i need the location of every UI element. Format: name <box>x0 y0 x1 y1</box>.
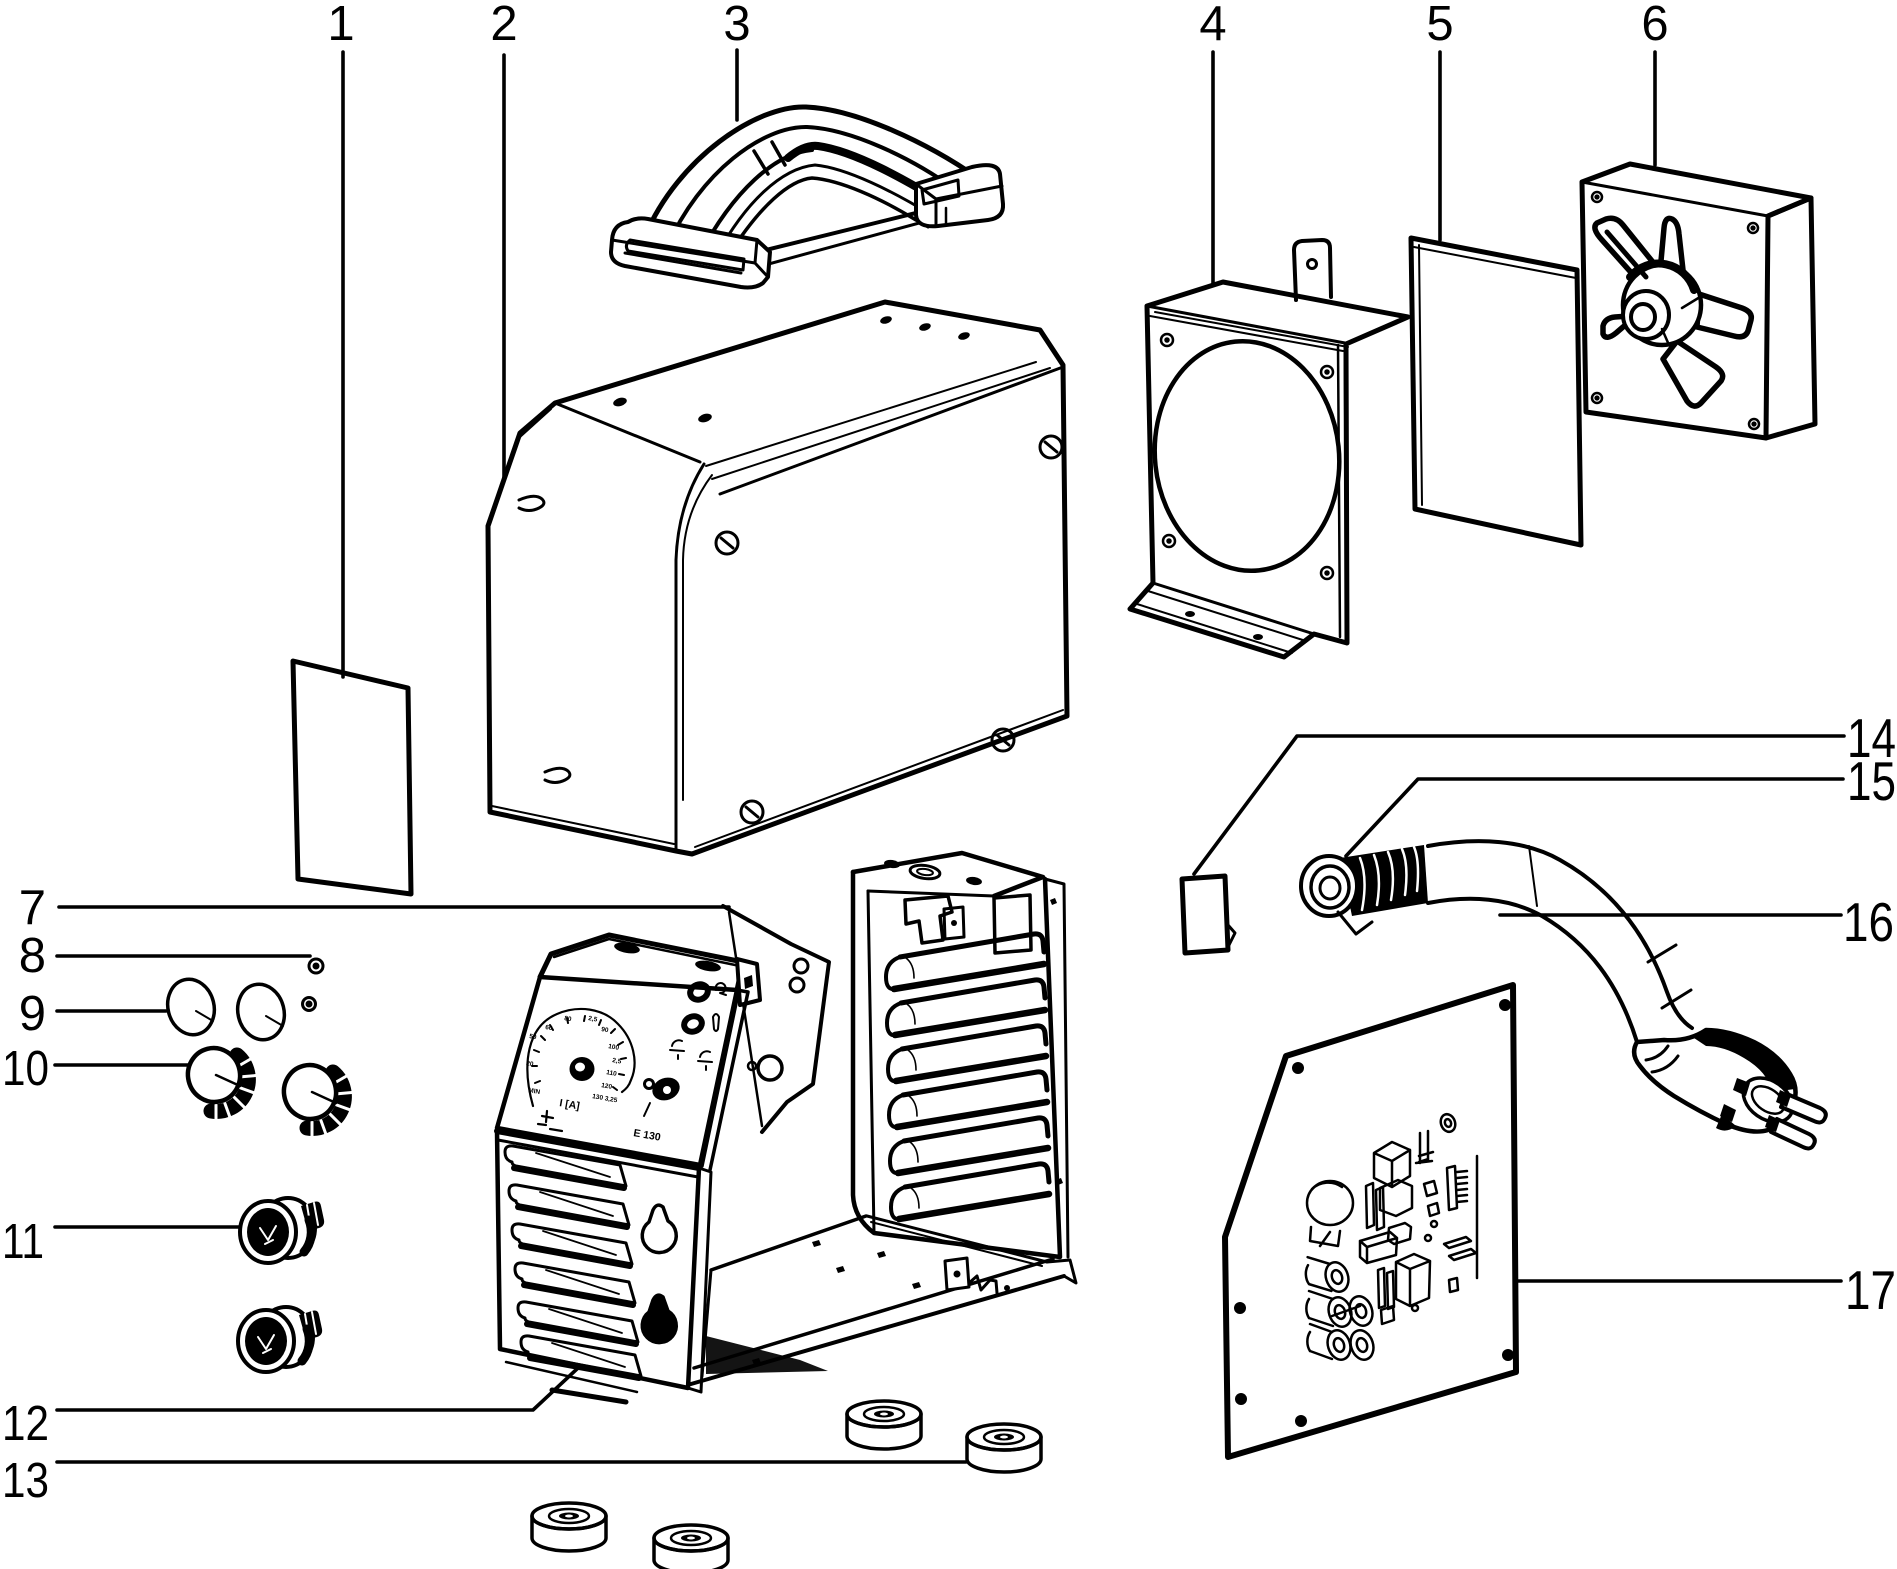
svg-text:110: 110 <box>606 1069 618 1078</box>
svg-text:12: 12 <box>2 1397 49 1451</box>
svg-text:11: 11 <box>2 1215 44 1269</box>
svg-text:14: 14 <box>1847 707 1896 769</box>
svg-text:17: 17 <box>1845 1259 1896 1321</box>
svg-text:7: 7 <box>19 881 46 935</box>
svg-text:50: 50 <box>529 1033 538 1041</box>
svg-text:10: 10 <box>2 1042 49 1096</box>
svg-text:80: 80 <box>564 1015 573 1023</box>
svg-text:15: 15 <box>1847 750 1896 812</box>
svg-text:100: 100 <box>608 1043 620 1052</box>
svg-text:9: 9 <box>19 987 46 1041</box>
svg-text:5: 5 <box>1426 0 1453 51</box>
svg-text:1: 1 <box>327 0 354 51</box>
svg-text:I [A]: I [A] <box>558 1097 580 1112</box>
svg-text:MIN: MIN <box>528 1087 541 1096</box>
svg-text:3: 3 <box>723 0 750 51</box>
svg-text:2,5: 2,5 <box>612 1057 622 1066</box>
svg-text:2: 2 <box>490 0 517 51</box>
svg-text:E 130: E 130 <box>632 1127 661 1144</box>
svg-text:20: 20 <box>526 1060 535 1068</box>
svg-text:13: 13 <box>2 1454 49 1508</box>
svg-text:60: 60 <box>545 1024 554 1032</box>
svg-text:4: 4 <box>1199 0 1226 51</box>
svg-text:120: 120 <box>601 1082 613 1091</box>
svg-text:8: 8 <box>19 929 46 983</box>
svg-text:130 3,25: 130 3,25 <box>592 1093 619 1104</box>
svg-text:16: 16 <box>1843 891 1894 953</box>
svg-text:90: 90 <box>601 1026 610 1034</box>
svg-text:6: 6 <box>1641 0 1668 51</box>
svg-text:2,5: 2,5 <box>588 1015 598 1024</box>
